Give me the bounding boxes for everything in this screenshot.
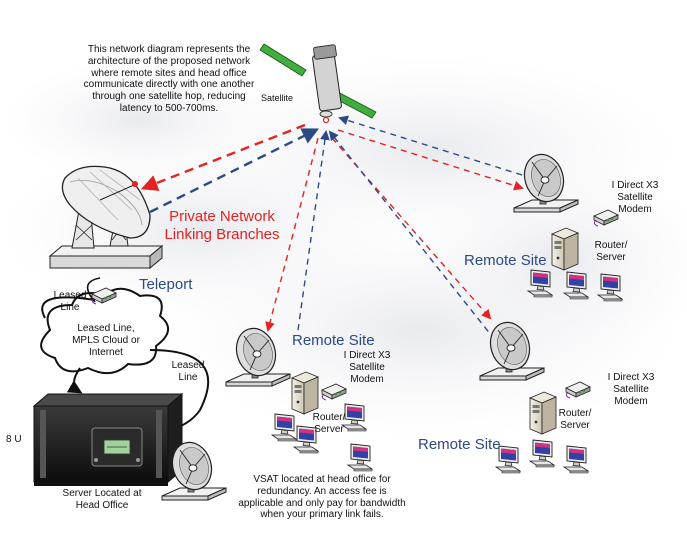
server-rack-icon: [32, 392, 184, 486]
server-head-office-label: Server Located at Head Office: [62, 488, 142, 511]
workstation-icon: [563, 445, 589, 474]
top-right-remote-site-label: Remote Site: [464, 252, 547, 269]
link-bottomright-up: [328, 130, 496, 341]
link-topright-up: [338, 115, 523, 176]
workstation-icon: [597, 273, 623, 302]
link-middle-up: [297, 130, 330, 331]
satellite-label: Satellite: [261, 93, 294, 103]
teleport-label: Teleport: [139, 276, 193, 293]
bottom-right-router-label: Router/ Server: [558, 408, 592, 431]
mpls-cloud-icon: [40, 287, 169, 375]
rack-units-label: 8 U: [6, 434, 22, 445]
satellite-icon: [259, 43, 377, 124]
top-right-router-label: Router/ Server: [594, 240, 628, 263]
top-right-server-icon: [551, 227, 579, 271]
teleport-dish-icon: [48, 165, 164, 270]
middle-modem-label: I Direct X3 Satellite Modem: [343, 350, 391, 385]
bottom-right-modem-label: I Direct X3 Satellite Modem: [607, 372, 655, 407]
workstation-icon: [529, 439, 555, 468]
leased-line-right-label: Leased Line: [171, 360, 205, 383]
link-middle-down: [265, 137, 319, 332]
middle-server-icon: [291, 371, 319, 415]
workstation-icon: [563, 271, 589, 300]
leased-line-top-label: Leased Line: [53, 290, 87, 313]
link-bottomright-down: [331, 137, 492, 320]
middle-remote-site-label: Remote Site: [292, 332, 375, 349]
middle-router-label: Router/ Server: [312, 412, 346, 435]
diagram-description: This network diagram represents the arch…: [83, 44, 255, 114]
private-network-label: Private Network Linking Branches: [164, 208, 280, 243]
workstation-icon: [347, 443, 373, 472]
bottom-right-remote-site-label: Remote Site: [418, 436, 501, 453]
link-teleport-up: [149, 128, 320, 214]
top-right-modem-label: I Direct X3 Satellite Modem: [611, 180, 659, 215]
workstation-icon: [527, 269, 553, 298]
satellite-links: [140, 115, 524, 341]
workstation-icon: [271, 413, 297, 442]
vsat-note: VSAT located at head office for redundan…: [238, 474, 406, 521]
cloud-label: Leased Line, MPLS Cloud or Internet: [72, 323, 140, 358]
